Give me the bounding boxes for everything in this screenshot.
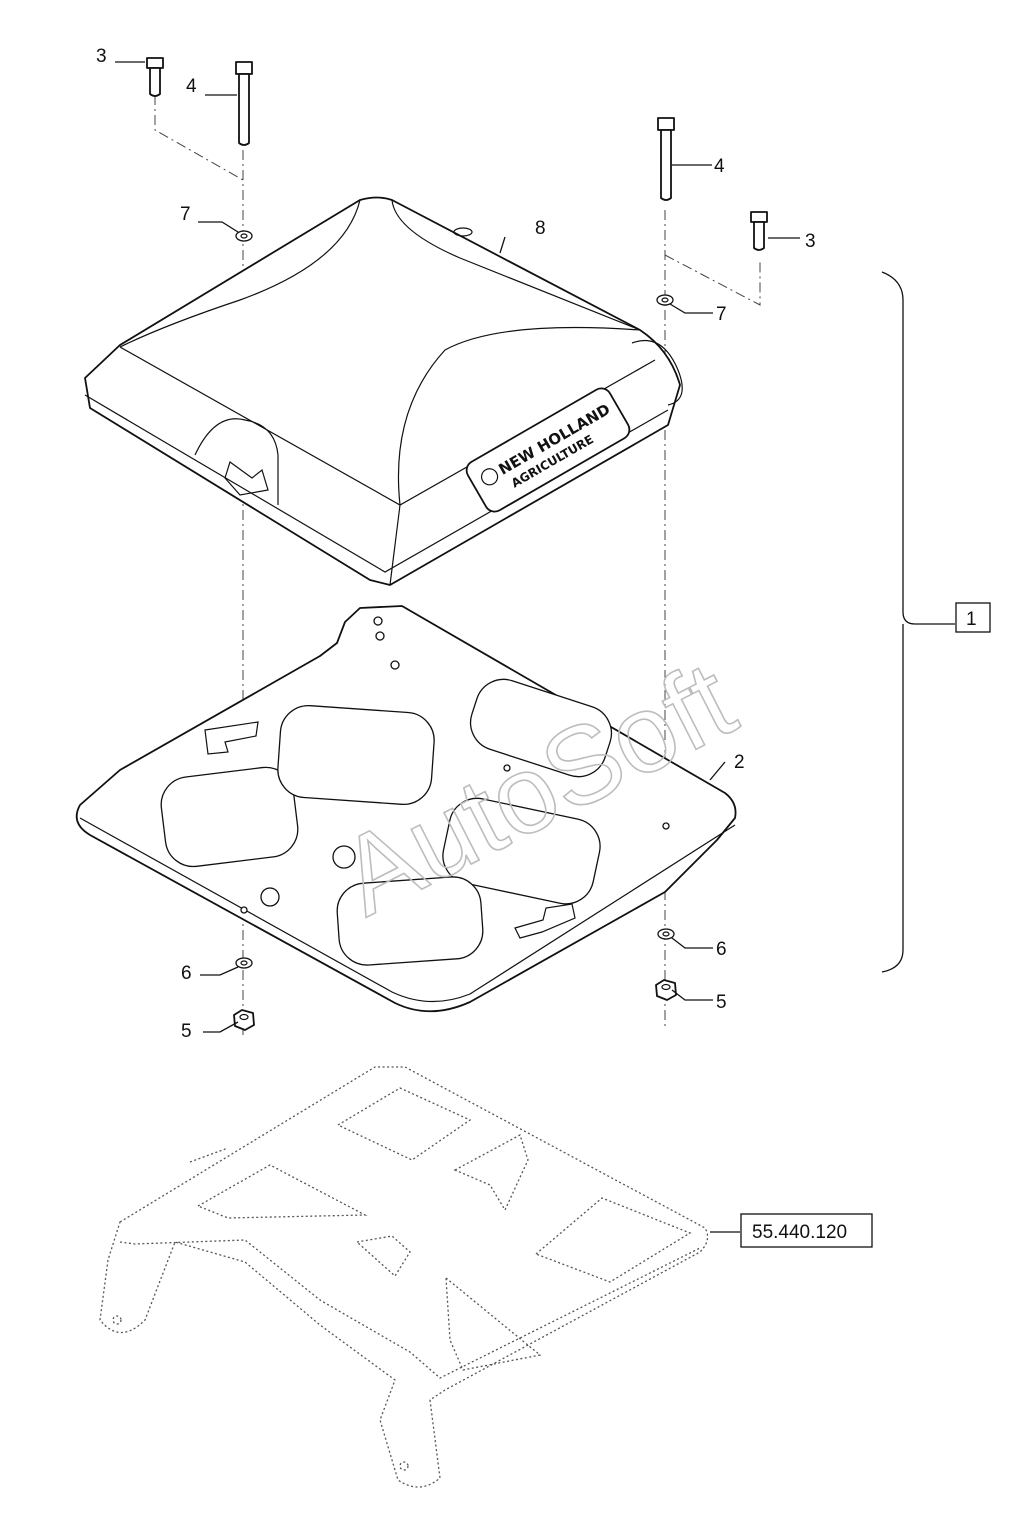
callout-4-top-left: 4 xyxy=(186,76,197,97)
washer-7-left xyxy=(235,230,253,242)
assembly-bracket xyxy=(881,271,955,973)
washer-7-right xyxy=(656,294,674,306)
callout-7-right: 7 xyxy=(716,304,727,325)
nut-5-left xyxy=(233,1009,255,1031)
reference-callout-box: 55.440.120 xyxy=(740,1213,873,1248)
callout-labels: 3 4 7 8 4 3 7 2 6 5 6 5 xyxy=(96,46,816,1042)
washer-6-right xyxy=(657,928,675,940)
callout-2: 2 xyxy=(734,752,745,773)
callout-4-right: 4 xyxy=(714,156,725,177)
leader-lines xyxy=(115,61,800,1233)
bolt-right-short xyxy=(750,211,768,251)
reference-bracket-frame xyxy=(99,1066,709,1488)
callout-7-left: 7 xyxy=(180,204,191,225)
callout-1: 1 xyxy=(966,609,977,630)
callout-8: 8 xyxy=(535,218,546,239)
bolt-right-long xyxy=(657,117,675,201)
leaf-logo-icon xyxy=(480,468,499,486)
callout-6-left: 6 xyxy=(181,963,192,984)
callout-5-right: 5 xyxy=(716,992,727,1013)
callout-6-right: 6 xyxy=(716,939,727,960)
callout-5-left: 5 xyxy=(181,1021,192,1042)
washer-6-left xyxy=(235,957,253,969)
bolt-left-long xyxy=(235,61,253,146)
reference-number: 55.440.120 xyxy=(752,1222,847,1243)
assembly-callout-box: 1 xyxy=(955,602,991,633)
bolt-left-short xyxy=(146,57,164,97)
callout-3-top-left: 3 xyxy=(96,46,107,67)
callout-3-right: 3 xyxy=(805,231,816,252)
nut-5-right xyxy=(655,979,677,1001)
mounting-plate xyxy=(75,605,737,1013)
